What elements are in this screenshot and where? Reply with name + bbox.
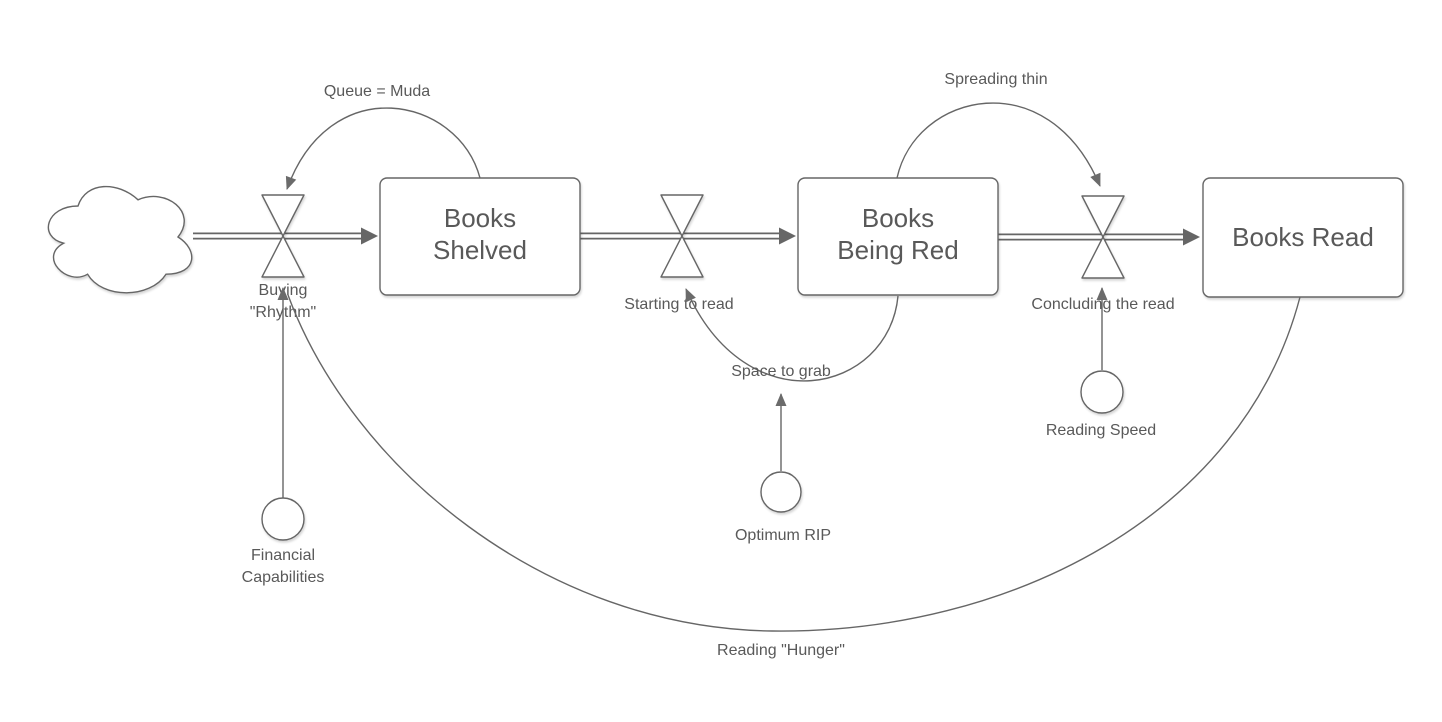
link-queue-muda[interactable]: Queue = Muda [285,83,481,190]
flow-pipe-buying[interactable] [193,227,378,245]
stock-label: Books [862,203,934,233]
aux-financial-capabilities[interactable]: Financial Capabilities [242,287,325,586]
source-cloud[interactable] [47,185,193,294]
link-label: Spreading thin [944,71,1047,88]
stock-label: Being Red [837,235,958,265]
stock-books-being-red[interactable]: Books Being Red [797,177,999,296]
stock-label: Books [444,203,516,233]
flow-pipe-starting-to-read[interactable] [580,227,796,245]
cloud-icon[interactable] [47,185,193,294]
valve-label: Concluding the read [1031,296,1174,313]
link-label: Queue = Muda [324,83,430,100]
valve-concluding-the-read[interactable]: Concluding the read [1031,195,1175,313]
aux-circle[interactable] [760,471,802,513]
valve-starting-to-read[interactable]: Starting to read [624,194,734,313]
aux-circle[interactable] [261,497,305,541]
valve-label: Starting to read [624,296,733,313]
flow-arrowhead [361,227,378,245]
stock-label: Shelved [433,235,527,265]
link-spreading-thin[interactable]: Spreading thin [896,71,1101,187]
aux-label: Financial [251,547,315,564]
aux-reading-speed[interactable]: Reading Speed [1046,287,1156,439]
link-reading-hunger[interactable]: Reading "Hunger" [287,294,1301,659]
stock-books-read[interactable]: Books Read [1202,177,1404,298]
stock-label: Books Read [1232,222,1374,252]
link-label: Reading "Hunger" [717,642,845,659]
flow-arrowhead [779,227,796,245]
flow-arrowhead [1183,228,1200,246]
aux-circle[interactable] [1080,370,1124,414]
aux-label: Capabilities [242,569,325,586]
flow-pipe-concluding-the-read[interactable] [998,228,1200,246]
stock-books-shelved[interactable]: Books Shelved [379,177,581,296]
aux-label: Reading Speed [1046,422,1156,439]
link-label: Space to grab [731,363,831,380]
aux-label: Optimum RIP [735,527,831,544]
link-space-to-grab[interactable]: Space to grab [685,288,899,382]
aux-optimum-rip[interactable]: Optimum RIP [735,393,831,544]
